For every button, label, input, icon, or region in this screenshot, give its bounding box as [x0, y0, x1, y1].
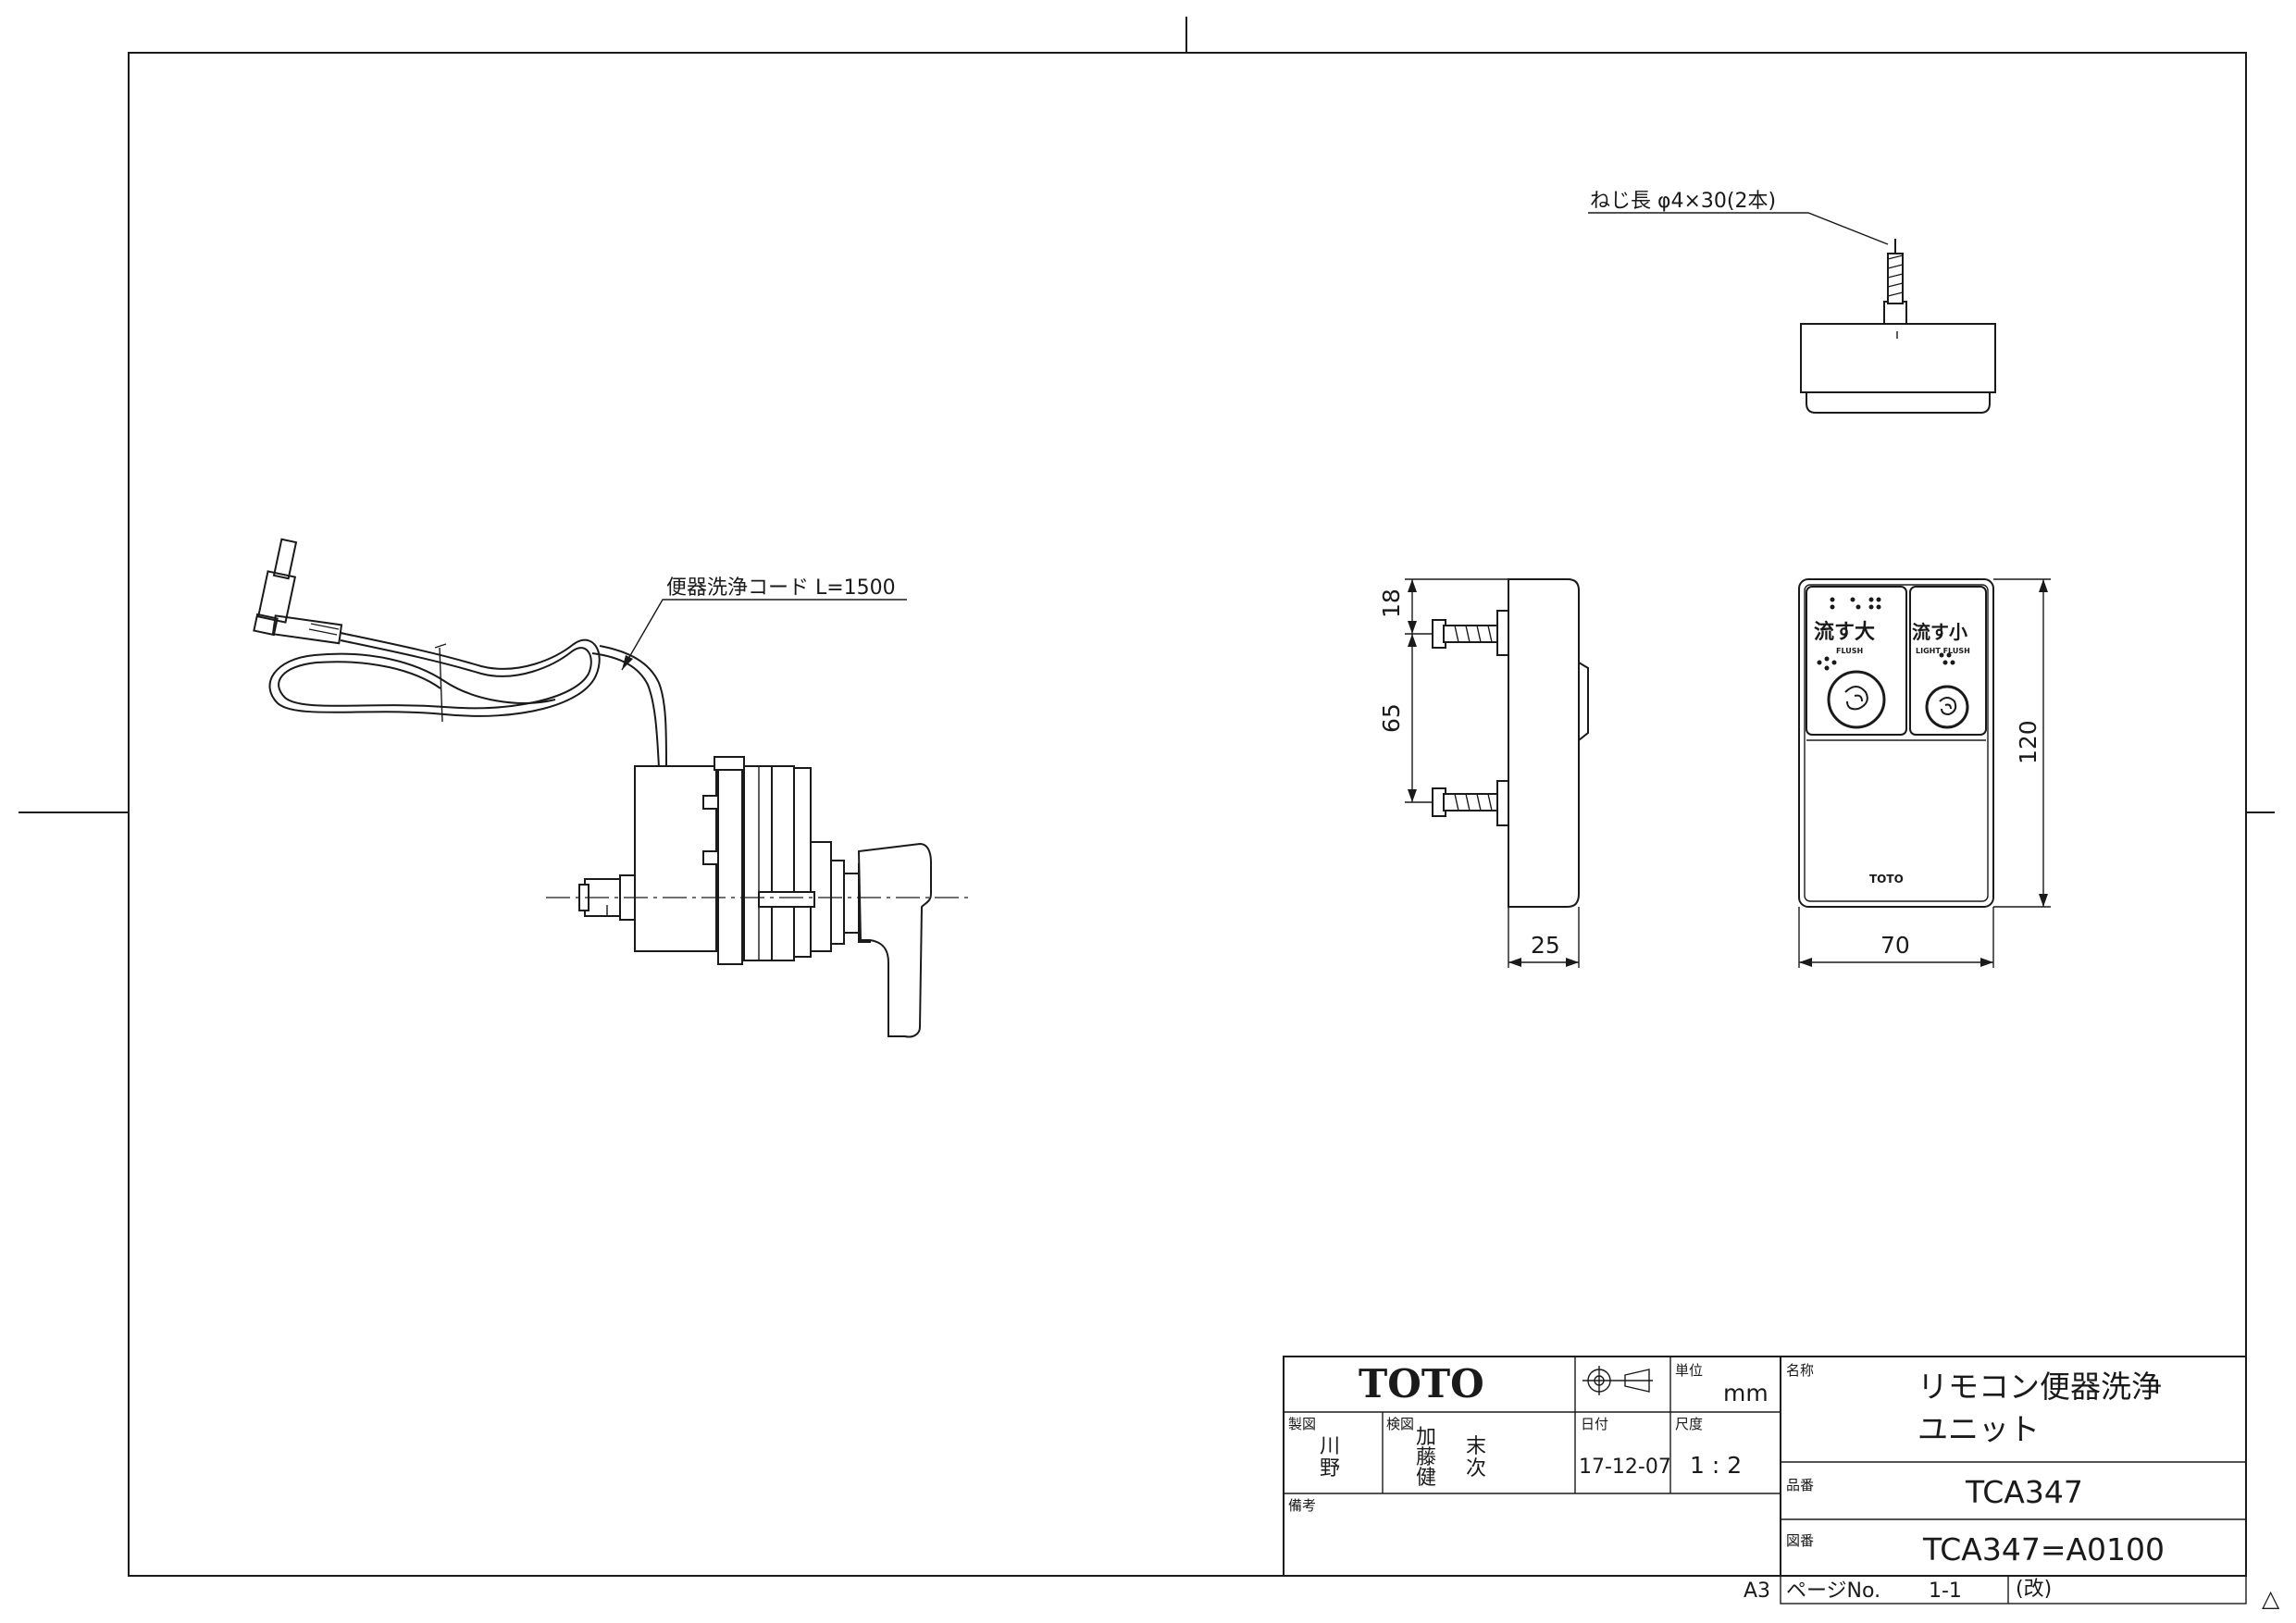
drawing-number: TCA347=A0100 [1922, 1531, 2165, 1567]
remarks-label: 備考 [1288, 1497, 1316, 1514]
title-block: TOTO 単位 mm 製図 川 野 検図 加 藤 健 末 次 日付 17-12-… [1283, 1356, 2280, 1612]
drawn-name-2: 野 [1320, 1457, 1340, 1481]
date-label: 日付 [1581, 1416, 1608, 1432]
projection-symbol [1582, 1366, 1653, 1395]
unit-value: mm [1723, 1380, 1769, 1406]
unit-label: 単位 [1675, 1362, 1703, 1379]
product-name-line1: リモコン便器洗浄 [1917, 1369, 2162, 1405]
big-flush-label: 流す大 [1814, 620, 1875, 644]
screw-leader [1588, 212, 1889, 245]
revision-label: (改) [2016, 1578, 2052, 1601]
side-screw-bottom [1432, 780, 1509, 826]
braille-small [1939, 652, 1955, 665]
big-flush-sub: FLUSH [1836, 647, 1863, 655]
scale-value: 1 : 2 [1690, 1452, 1742, 1479]
drawing-label: 図番 [1786, 1532, 1814, 1549]
name-label: 名称 [1786, 1362, 1814, 1379]
cord-note: 便器洗浄コード L=1500 [666, 576, 896, 600]
side-screw-top [1432, 610, 1509, 656]
date-value: 17-12-07 [1579, 1456, 1671, 1479]
drawn-label: 製図 [1288, 1416, 1316, 1432]
remote-top-view: ねじ長 φ4×30(2本) [1588, 190, 1996, 414]
checked-name-2: 藤 [1416, 1446, 1436, 1469]
remote-front-view: 流す大 FLUSH 流す小 LIGHT FLUSH TOTO 70 120 [1798, 578, 2051, 968]
remote-side-view: 18 65 25 [1378, 578, 1589, 968]
checked-name-5: 次 [1466, 1457, 1486, 1481]
cord-coil [268, 632, 667, 769]
big-flush-icon [1827, 670, 1886, 729]
checked-name-4: 末 [1466, 1435, 1486, 1458]
small-flush-sub: LIGHT FLUSH [1916, 647, 1970, 655]
scale-label: 尺度 [1675, 1416, 1703, 1432]
part-label: 品番 [1786, 1477, 1814, 1493]
page-number: 1-1 [1929, 1580, 1962, 1603]
product-name-line2: ユニット [1917, 1411, 2040, 1447]
small-flush-button [1909, 586, 1987, 736]
screw [1883, 239, 1907, 325]
checked-name-3: 健 [1416, 1467, 1436, 1490]
panel-brand: TOTO [1869, 873, 1904, 886]
braille-big [1817, 597, 1881, 671]
checked-name-1: 加 [1416, 1426, 1436, 1449]
dim-25: 25 [1531, 932, 1560, 959]
cord-leader [621, 599, 907, 671]
dim-18: 18 [1378, 588, 1405, 618]
drawn-name-1: 川 [1320, 1435, 1340, 1458]
big-flush-button [1806, 586, 1907, 736]
revision-symbol: △ [2262, 1585, 2280, 1612]
small-flush-icon [1925, 685, 1969, 729]
unit-housing [578, 756, 871, 965]
cord-plug [253, 538, 343, 645]
sheet-size: A3 [1744, 1580, 1770, 1603]
cord-tie [439, 647, 443, 723]
toto-logo: TOTO [1359, 1361, 1484, 1406]
flush-unit-view: 便器洗浄コード L=1500 [253, 538, 970, 1038]
screw-note: ねじ長 φ4×30(2本) [1590, 190, 1776, 213]
small-flush-label: 流す小 [1912, 621, 1967, 643]
checked-label: 検図 [1386, 1416, 1414, 1432]
flush-lever [857, 842, 932, 1038]
dim-70: 70 [1880, 932, 1910, 959]
dim-120: 120 [2015, 720, 2042, 764]
dim-65: 65 [1378, 703, 1405, 733]
page-label: ページNo. [1786, 1580, 1880, 1603]
part-number: TCA347 [1965, 1474, 2083, 1510]
